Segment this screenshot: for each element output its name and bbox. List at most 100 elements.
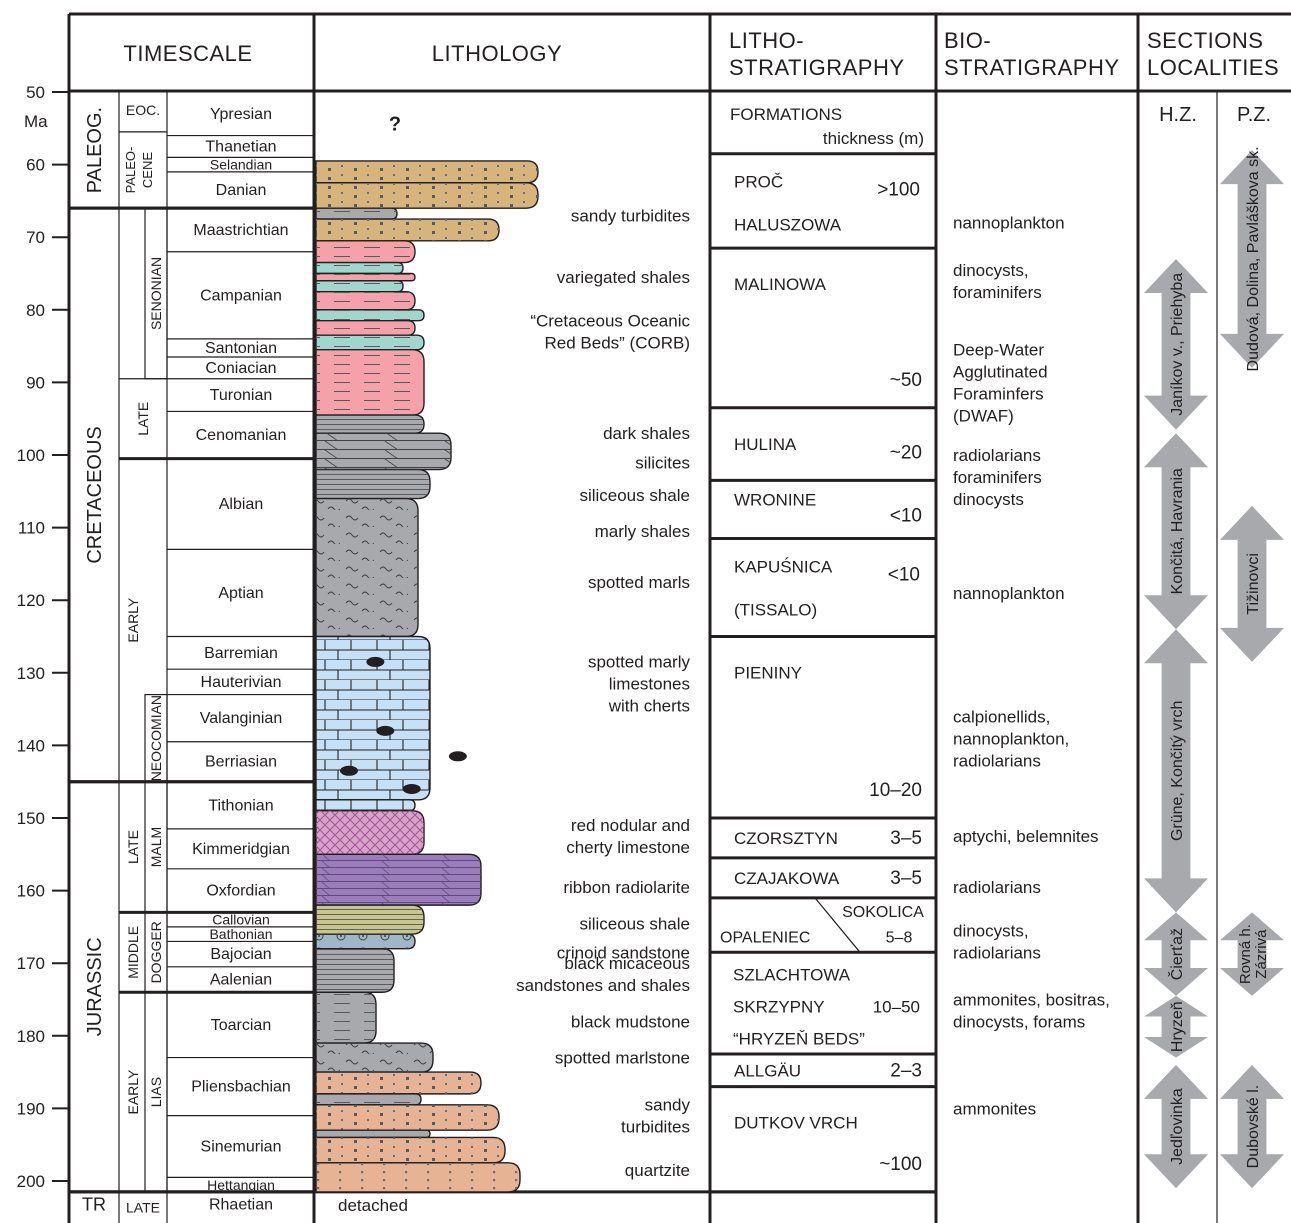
epoch-label: LIAS	[148, 1077, 164, 1107]
formation-name: HALUSZOWA	[734, 216, 842, 235]
formation-name: CZORSZTYN	[734, 829, 838, 848]
lithology-bed-pattern	[316, 949, 394, 993]
age-tick-label: 160	[17, 882, 45, 901]
period-label: JURASSIC	[84, 937, 106, 1036]
epoch-label: DOGGER	[148, 921, 164, 983]
lithology-label: silicites	[635, 453, 690, 472]
formation-name: MALINOWA	[734, 275, 827, 294]
formation-name: CZAJAKOWA	[734, 869, 840, 888]
formation-name: (TISSALO)	[734, 600, 817, 619]
epoch-label: MALM	[148, 827, 164, 867]
lithology-label: turbidites	[621, 1118, 690, 1137]
period-label: CRETACEOUS	[84, 426, 106, 563]
section-zone-label-hz: H.Z.	[1159, 104, 1197, 126]
biostratigraphy-label: nannoplankton	[953, 584, 1065, 603]
stage-label: Albian	[219, 496, 263, 513]
section-locality-label: Dubovské l.	[1245, 1085, 1262, 1169]
biostratigraphy-label: dinocysts	[953, 490, 1024, 509]
lithology-label: variegated shales	[557, 268, 690, 287]
chert-nodule	[449, 751, 467, 761]
stage-label: Campanian	[200, 287, 282, 304]
formation-name: ALLGÄU	[734, 1061, 801, 1080]
lithology-label: spotted marlstone	[555, 1049, 690, 1068]
lithology-label: “Cretaceous Oceanic	[530, 312, 690, 331]
stage-label: Thanetian	[205, 138, 276, 155]
biostratigraphy-label: Foraminfers	[953, 385, 1044, 404]
lithology-label: Red Beds” (CORB)	[545, 334, 690, 353]
formation-thickness: 3–5	[890, 828, 922, 849]
lithology-label: siliceous shale	[579, 486, 690, 505]
biostratigraphy-label: dinocysts, forams	[953, 1013, 1085, 1032]
header-sections-1: SECTIONS	[1147, 28, 1263, 53]
lithology-bed-pattern	[316, 1163, 520, 1192]
period-label: TR	[82, 1195, 106, 1215]
lithology-label: ribbon radiolarite	[563, 878, 690, 897]
lithology-column: ? sandy turbidites variegated shales “Creta…	[316, 114, 690, 1215]
formation-name: PROČ	[734, 173, 783, 192]
lithology-label: cherty limestone	[566, 838, 690, 857]
formation-name: SOKOLICA	[842, 904, 924, 921]
lithology-bed-pattern	[316, 335, 424, 350]
header-timescale: TIMESCALE	[123, 41, 252, 66]
lithology-label: sandstones and shales	[516, 976, 690, 995]
stage-label: Pliensbachian	[191, 1079, 291, 1096]
header-lithostratigraphy-1: LITHO-	[729, 28, 804, 53]
formation-thickness: 10–20	[869, 780, 922, 801]
stage-label: Oxfordian	[206, 883, 275, 900]
biostratigraphy-label: dinocysts,	[953, 922, 1029, 941]
header-lithology: LITHOLOGY	[432, 41, 562, 66]
age-tick-label: 170	[17, 954, 45, 973]
formation-name: DUTKOV VRCH	[734, 1114, 858, 1133]
lithology-bed-pattern	[316, 811, 424, 855]
formation-thickness: 2–3	[890, 1060, 922, 1081]
formation-name: PIENINY	[734, 664, 802, 683]
epoch-label: EOC.	[126, 102, 160, 118]
stage-label: Sinemurian	[201, 1139, 282, 1156]
stage-label: Tithonian	[208, 797, 273, 814]
age-tick-label: 90	[26, 373, 45, 392]
lithology-label: black mudstone	[571, 1012, 690, 1031]
lithology-bed-pattern	[316, 854, 481, 905]
formation-name: OPALENIEC	[720, 929, 810, 946]
biostratigraphy-label: nannoplankton	[953, 214, 1065, 233]
formation-name: WRONINE	[734, 490, 816, 509]
lithology-label: sandy turbidites	[571, 206, 690, 225]
chert-nodule	[403, 784, 421, 794]
lithology-bed-pattern	[316, 241, 415, 263]
stage-label: Aalenian	[210, 972, 272, 989]
formation-thickness: <10	[888, 564, 920, 585]
chert-nodule	[340, 766, 358, 776]
header-biostratigraphy-2: STRATIGRAPHY	[944, 55, 1120, 80]
lithology-bed-pattern	[316, 1137, 505, 1162]
formation-name: “HRYZEŇ BEDS”	[733, 1029, 865, 1048]
section-zone-label-pz: P.Z.	[1237, 104, 1271, 126]
lithology-label: siliceous shale	[579, 914, 690, 933]
lithology-bed-pattern	[316, 470, 430, 499]
lithology-bed-pattern	[316, 992, 376, 1043]
lithology-label: ?	[389, 114, 401, 136]
lithology-label: marly shales	[595, 522, 690, 541]
biostratigraphy-label: radiolarians	[953, 878, 1041, 897]
stage-label: Coniacian	[205, 360, 276, 377]
age-tick-label: 200	[17, 1172, 45, 1191]
age-tick-label: 80	[26, 301, 45, 320]
lithology-bed-pattern	[316, 1105, 499, 1130]
lithology-bed-pattern	[316, 905, 424, 934]
section-locality-label: Zázrivá	[1253, 929, 1270, 979]
epoch-label: LATE	[125, 830, 141, 864]
section-locality-label: Končitá, Havrania	[1169, 468, 1186, 594]
biostratigraphy-label: radiolarians	[953, 446, 1041, 465]
lithology-bed-pattern	[316, 800, 415, 811]
biostratigraphy-label: aptychi, belemnites	[953, 827, 1099, 846]
stage-label: Cenomanian	[196, 427, 287, 444]
chert-nodule	[376, 726, 394, 736]
lithology-bed-pattern	[316, 263, 403, 274]
stage-label: Aptian	[218, 585, 263, 602]
formation-name: KAPUŚNICA	[734, 557, 833, 576]
formation-name: HULINA	[734, 435, 797, 454]
formation-thickness: 5–8	[886, 929, 913, 946]
biostratigraphy-label: foraminifers	[953, 468, 1042, 487]
age-tick-label: 50	[26, 83, 45, 102]
